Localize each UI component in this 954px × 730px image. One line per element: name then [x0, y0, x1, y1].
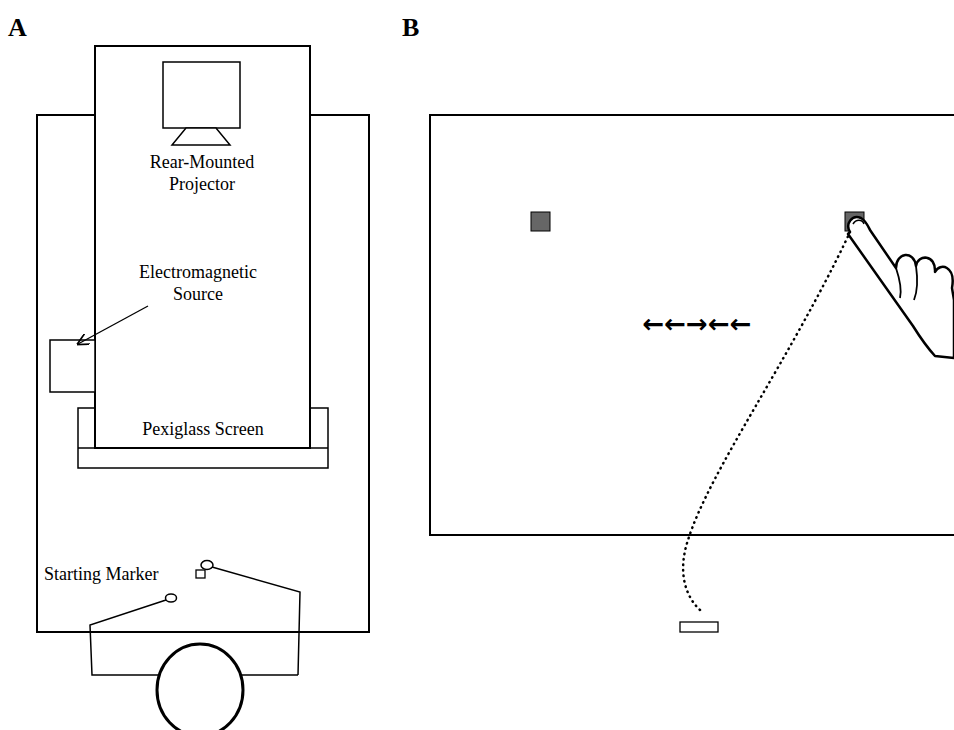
projector-lens: [172, 128, 230, 145]
movement-path: [683, 228, 852, 610]
finger-crease: [896, 268, 901, 298]
start-marker: [196, 570, 205, 578]
finger-nail: [853, 220, 864, 224]
part-name: Pexiglass Screen: [142, 419, 263, 441]
target-square: [531, 212, 550, 231]
left-hand: [166, 594, 177, 602]
part-name: Starting Marker: [44, 564, 158, 586]
start-marker: [680, 622, 718, 632]
leader-arrow: [78, 306, 148, 344]
flanker-arrows: ←←→←←: [643, 309, 752, 340]
right-hand: [201, 561, 213, 570]
projector-body: [163, 62, 240, 128]
part-name: Rear-Mounted Projector: [137, 152, 267, 195]
panel-letter: A: [8, 12, 27, 43]
head: [157, 644, 243, 730]
part-name: Electromagnetic Source: [133, 262, 263, 305]
source-box: [50, 340, 95, 392]
finger-crease: [914, 266, 917, 300]
projector-housing: [95, 46, 310, 448]
panel-letter: B: [402, 12, 419, 43]
pointing-hand: [848, 217, 954, 358]
screen-view: [430, 115, 954, 535]
